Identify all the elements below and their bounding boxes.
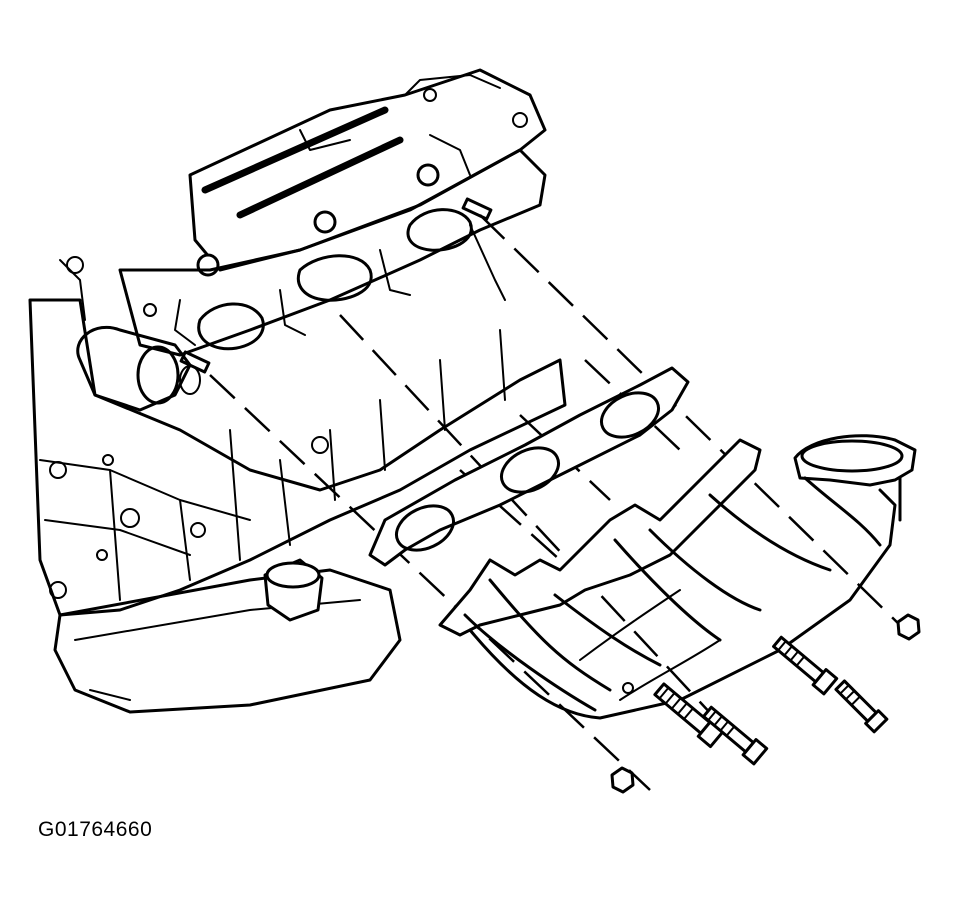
exhaust-manifold: [438, 434, 917, 720]
engine-block: [28, 68, 567, 714]
exhaust-manifold-gasket: [368, 366, 690, 567]
alignment-lines: [209, 214, 906, 791]
manifold-nuts: [610, 613, 921, 794]
manifold-bolts: [653, 635, 889, 766]
figure-id-label: G01764660: [38, 818, 153, 841]
